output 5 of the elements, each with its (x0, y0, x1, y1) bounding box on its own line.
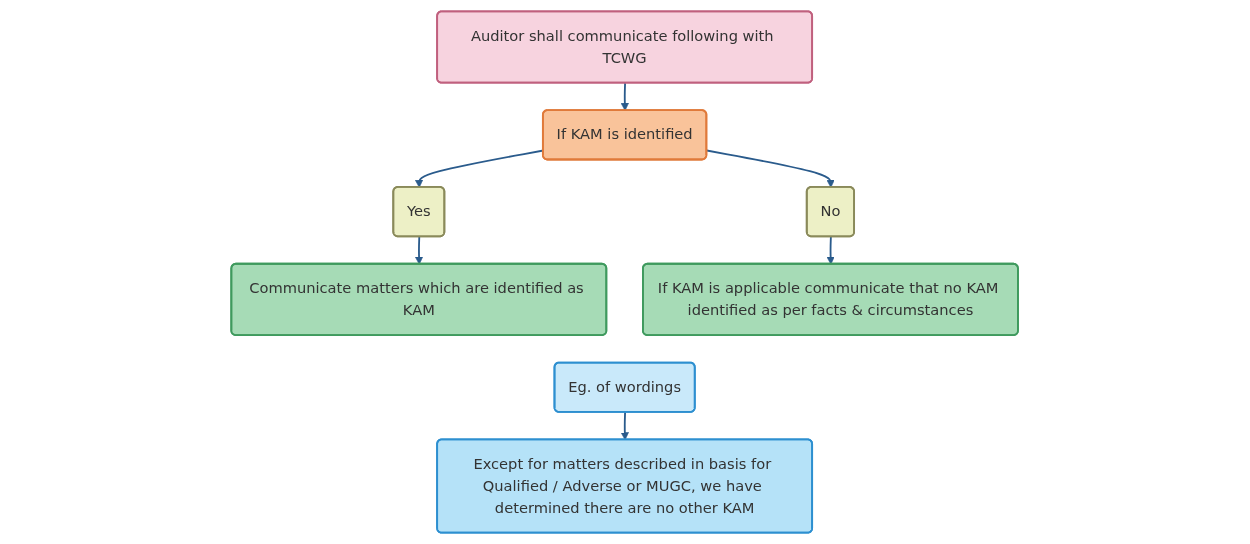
arrow (827, 235, 836, 265)
arrow (621, 82, 630, 111)
arrow (621, 411, 630, 441)
arrow (706, 149, 836, 188)
arrow (415, 235, 424, 265)
